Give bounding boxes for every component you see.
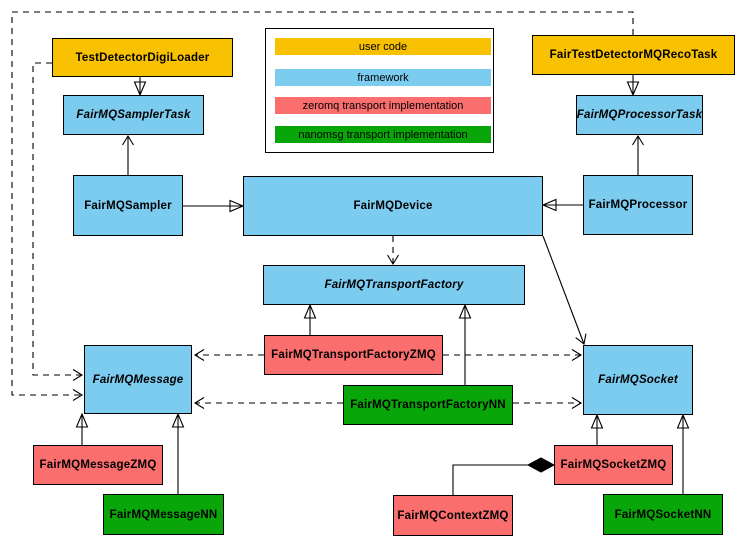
node-fairmq-socket-nn: FairMQSocketNN <box>603 494 723 535</box>
edge-device-uses-socket <box>542 235 587 345</box>
edge-recotask-depends-message <box>11 11 634 401</box>
node-fairmq-socket-zmq: FairMQSocketZMQ <box>554 445 673 485</box>
node-fairmq-sampler-task: FairMQSamplerTask <box>63 95 204 135</box>
legend-item-zeromq: zeromq transport implementation <box>275 97 491 114</box>
node-fairmq-context-zmq: FairMQContextZMQ <box>393 495 513 536</box>
node-fairmq-message-zmq: FairMQMessageZMQ <box>33 445 163 485</box>
node-fairmq-device: FairMQDevice <box>243 176 543 236</box>
node-fairmq-processor: FairMQProcessor <box>583 175 693 235</box>
legend-item-user-code: user code <box>275 38 491 55</box>
node-fair-test-detector-mq-reco-task: FairTestDetectorMQRecoTask <box>532 35 735 75</box>
composition-diamond-icon <box>526 457 556 473</box>
legend-item-framework: framework <box>275 69 491 86</box>
node-fairmq-transport-factory-zmq: FairMQTransportFactoryZMQ <box>264 335 443 375</box>
node-fairmq-message-nn: FairMQMessageNN <box>103 494 224 535</box>
node-fairmq-sampler: FairMQSampler <box>73 175 183 236</box>
node-fairmq-processor-task: FairMQProcessorTask <box>576 95 703 135</box>
node-fairmq-transport-factory: FairMQTransportFactory <box>263 265 525 305</box>
legend: user code framework zeromq transport imp… <box>265 28 494 153</box>
node-fairmq-transport-factory-nn: FairMQTransportFactoryNN <box>343 385 513 425</box>
node-fairmq-message: FairMQMessage <box>84 345 192 414</box>
legend-item-nanomsg: nanomsg transport implementation <box>275 126 491 143</box>
node-test-detector-digi-loader: TestDetectorDigiLoader <box>52 38 233 77</box>
node-fairmq-socket: FairMQSocket <box>583 345 693 415</box>
edge-contextzmq-composition-socketzmq <box>452 464 528 495</box>
edge-digiloader-depends-message <box>32 62 84 381</box>
